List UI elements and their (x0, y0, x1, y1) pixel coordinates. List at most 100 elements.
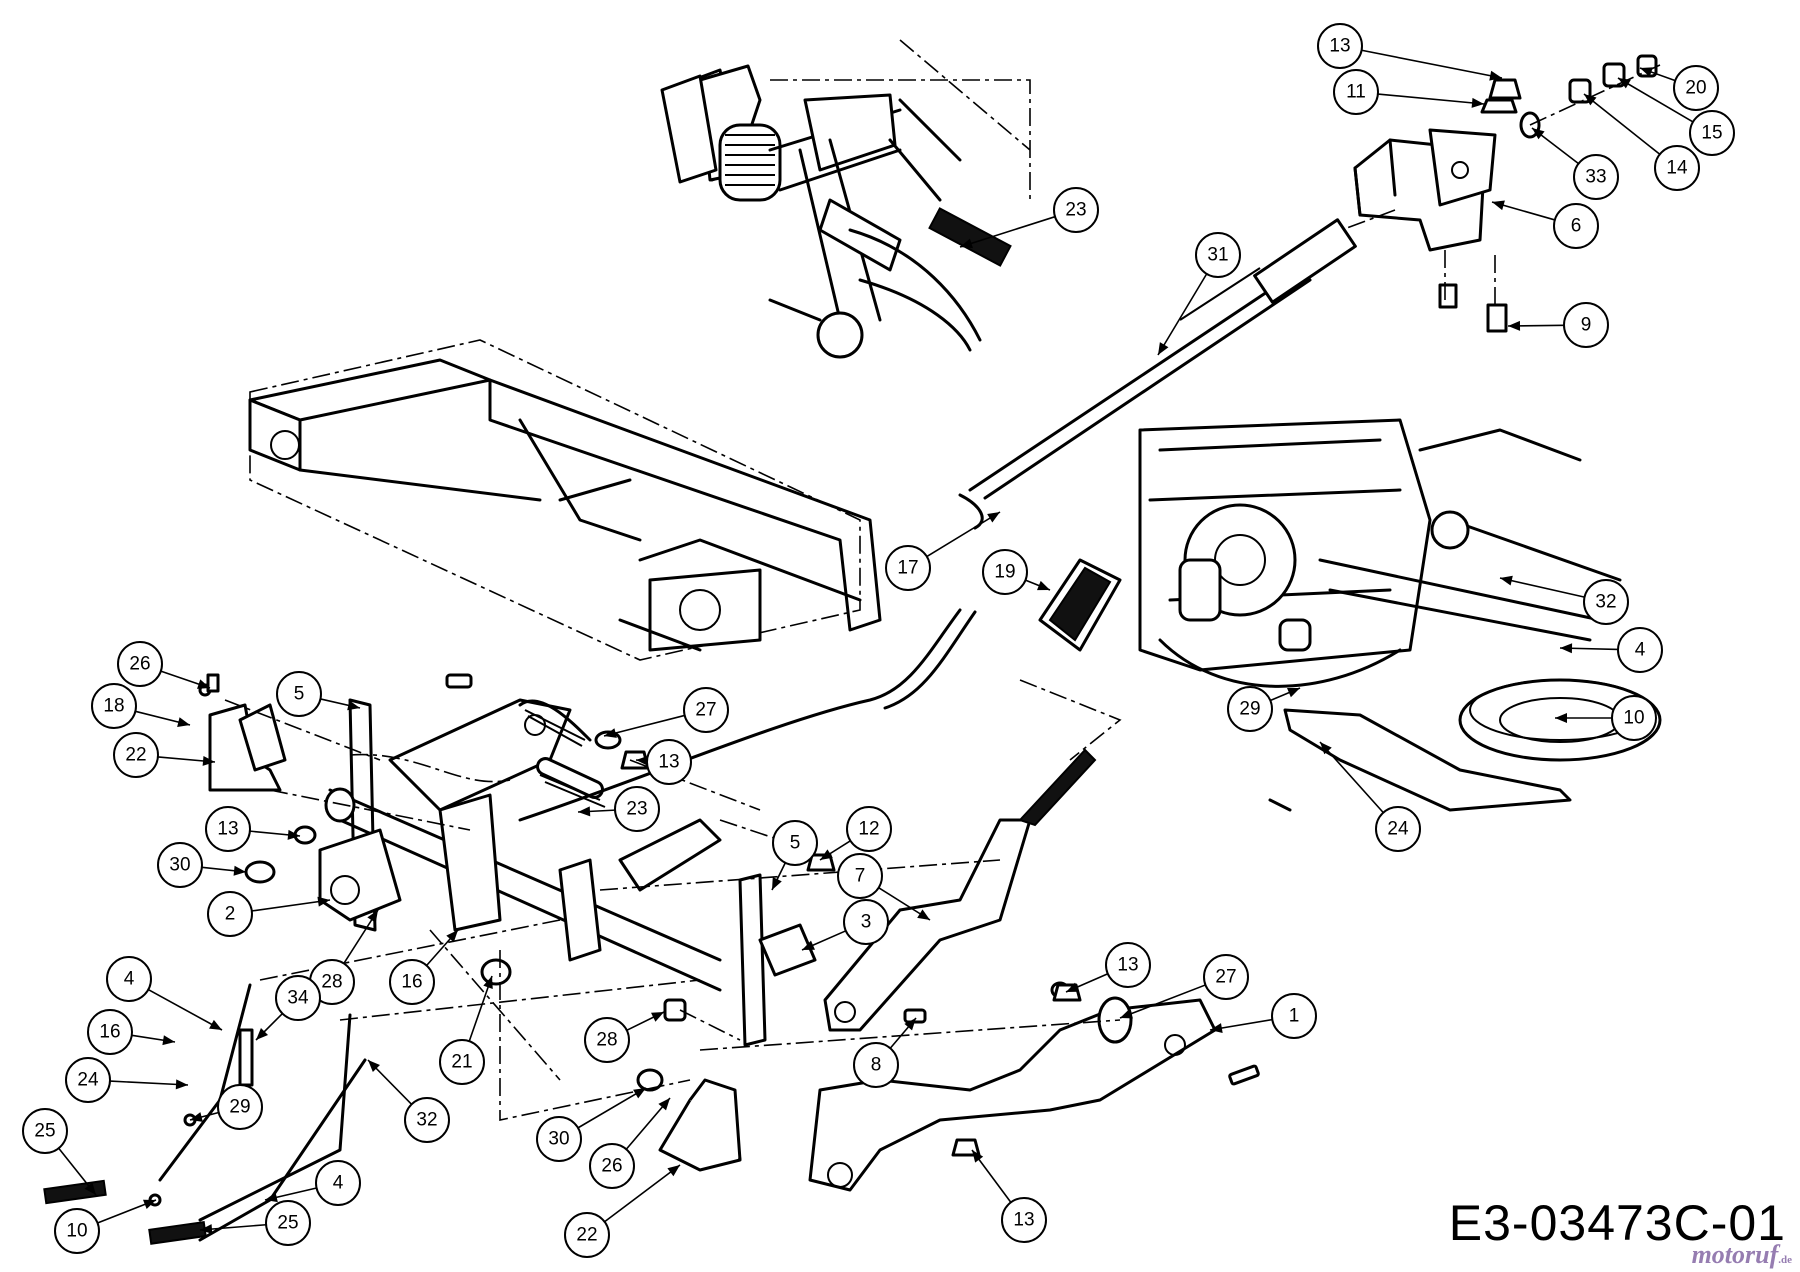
callout-4: 4 (264, 1160, 361, 1206)
callout-number: 10 (1623, 708, 1644, 729)
callout-arrowhead (256, 1027, 269, 1040)
callout-arrowhead (1066, 982, 1079, 992)
callout-6: 6 (1491, 200, 1599, 249)
callout-arrowhead (904, 1018, 916, 1031)
callout-arrowhead (972, 1150, 984, 1163)
callout-arrowhead (202, 755, 215, 766)
callout-arrowhead (1489, 70, 1502, 81)
callout-arrowhead (317, 896, 330, 907)
bracket-assembly (1314, 54, 1661, 333)
callout-circle (1317, 23, 1363, 69)
callout-circle (275, 975, 321, 1021)
callout-leader (1157, 273, 1208, 356)
callout-number: 34 (287, 988, 309, 1009)
callout-arrowhead (960, 238, 973, 249)
callout-arrowhead (1532, 128, 1545, 140)
callout-arrowhead (209, 1019, 222, 1030)
callout-number: 18 (103, 696, 124, 717)
callout-number: 21 (451, 1052, 472, 1073)
callout-number: 22 (125, 745, 146, 766)
callout-leader (1583, 93, 1661, 155)
callout-circle (885, 545, 931, 591)
drawing-code: E3-03473C-01 (1448, 1195, 1786, 1251)
callout-arrowhead (233, 865, 246, 876)
callout-29: 29 (189, 1084, 263, 1130)
callout-circle (276, 671, 322, 717)
callout-arrowhead (1508, 320, 1521, 331)
callout-2: 2 (207, 891, 331, 937)
callout-circle (683, 687, 729, 733)
callout-arrowhead (287, 829, 300, 840)
callout-circle (982, 549, 1028, 595)
callout-number: 16 (401, 972, 422, 993)
callout-circle (564, 1212, 610, 1258)
callout-4: 4 (106, 956, 223, 1031)
spring-assembly-inset (660, 39, 1031, 359)
callout-number: 4 (1635, 640, 1646, 661)
callout-27: 27 (603, 687, 729, 738)
assembly-guides (224, 699, 1121, 1121)
callout-number: 6 (1571, 216, 1582, 237)
callout-number: 32 (416, 1110, 437, 1131)
callout-arrowhead (1584, 94, 1597, 106)
callout-arrowhead (1120, 1009, 1133, 1019)
callout-32: 32 (367, 1059, 450, 1143)
callout-arrowhead (1210, 1023, 1223, 1033)
callout-13: 13 (205, 806, 301, 852)
callout-arrowhead (633, 1088, 646, 1099)
callout-leader (1499, 577, 1585, 598)
callout-23: 23 (577, 786, 660, 832)
callout-circle (584, 1017, 630, 1063)
callout-31: 31 (1157, 232, 1241, 356)
callout-leader (109, 1080, 189, 1086)
callout-circle (1654, 145, 1700, 191)
callout-arrowhead (200, 1224, 213, 1235)
callout-26: 26 (589, 1097, 671, 1189)
callout-1: 1 (1209, 993, 1317, 1039)
callout-arrowhead (604, 728, 617, 738)
callout-circle (1689, 110, 1735, 156)
callout-number: 28 (321, 972, 342, 993)
pedal-pad (1019, 558, 1122, 761)
callout-circle (315, 1160, 361, 1206)
callout-circle (589, 1143, 635, 1189)
callout-circle (646, 739, 692, 785)
callout-circle (846, 806, 892, 852)
callout-30: 30 (536, 1087, 647, 1162)
callout-number: 23 (626, 799, 647, 820)
callout-circle (1333, 69, 1379, 115)
callout-circle (837, 853, 883, 899)
callout-arrowhead (1320, 742, 1332, 755)
callout-arrowhead (802, 940, 815, 950)
watermark-text: motoruf (1691, 1240, 1779, 1269)
shaft-assembly (208, 698, 817, 1047)
callout-arrowhead (368, 1060, 380, 1073)
callout-leader (1319, 741, 1384, 814)
callout-5: 5 (771, 820, 818, 891)
callout-circle (157, 842, 203, 888)
callout-number: 29 (1239, 699, 1260, 720)
callout-5: 5 (276, 671, 361, 717)
callout-13: 13 (971, 1149, 1047, 1243)
callout-number: 32 (1595, 592, 1616, 613)
callout-number: 1 (1289, 1006, 1300, 1027)
callout-circle (22, 1108, 68, 1154)
callout-arrowhead (1640, 67, 1653, 77)
callout-circle (65, 1057, 111, 1103)
callout-number: 13 (217, 819, 238, 840)
callout-arrowhead (578, 806, 591, 817)
callout-number: 8 (871, 1055, 882, 1076)
lever (823, 748, 1097, 1032)
callout-circle (1583, 579, 1629, 625)
callout-arrowhead (1037, 580, 1050, 591)
callout-leader (604, 1164, 681, 1223)
callout-arrowhead (987, 512, 1000, 523)
callout-circle (265, 1200, 311, 1246)
callout-number: 30 (548, 1129, 569, 1150)
callout-arrowhead (772, 877, 782, 890)
callout-number: 10 (66, 1221, 87, 1242)
callout-circle (117, 641, 163, 687)
callout-number: 27 (1215, 967, 1236, 988)
callout-arrowhead (1471, 97, 1484, 108)
callout-17: 17 (885, 511, 1001, 591)
